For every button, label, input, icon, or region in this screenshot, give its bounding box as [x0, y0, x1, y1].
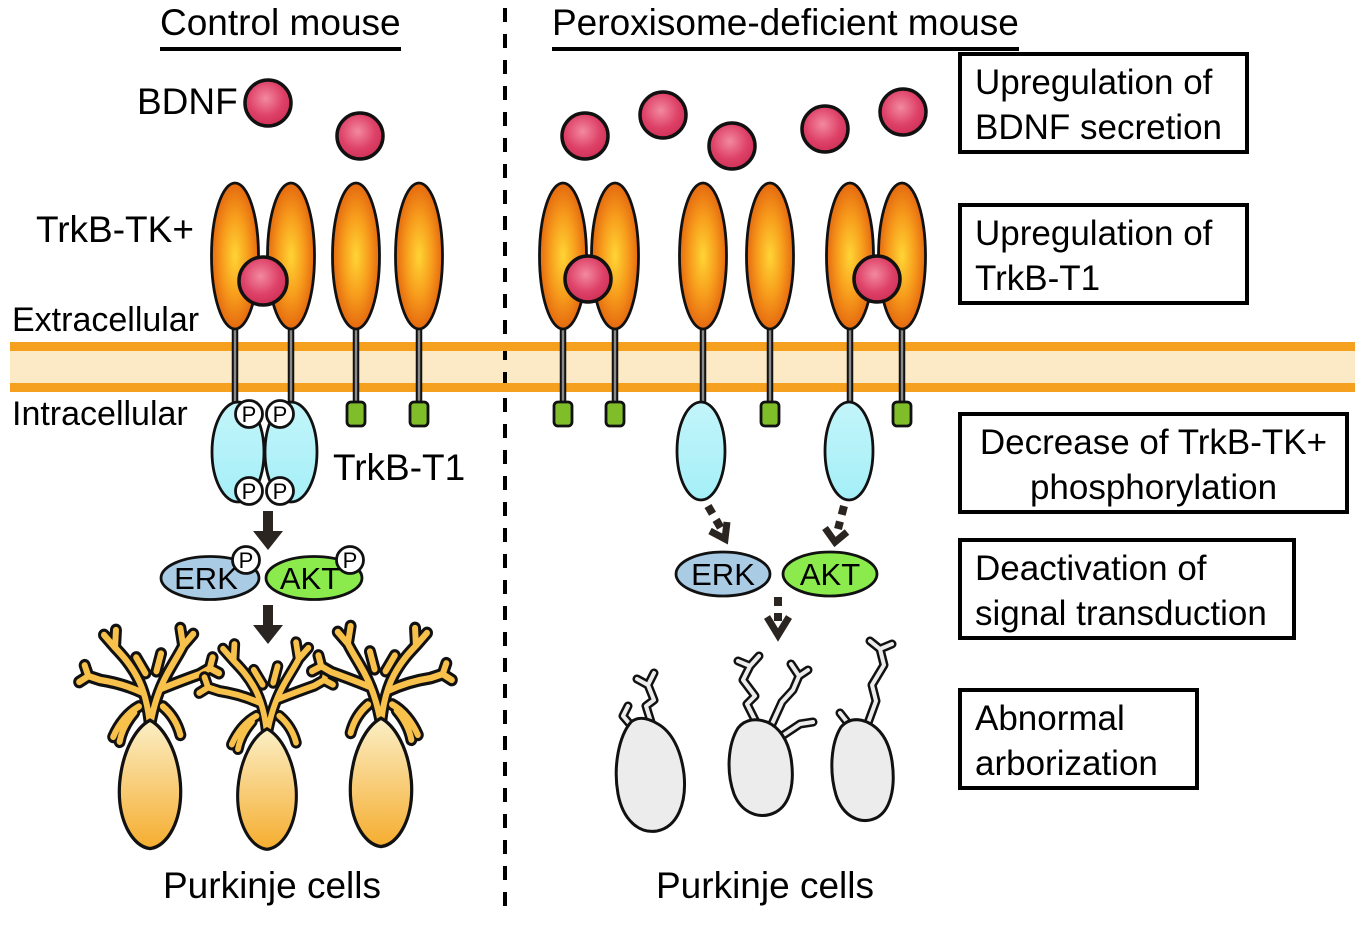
phospho-label: P: [239, 548, 254, 573]
bdnf-molecule: [878, 87, 928, 137]
phospho-circle: [335, 545, 365, 575]
annotation-box-phosphorylation: Decrease of TrkB-TK+ phosphorylation: [958, 412, 1349, 514]
arrow-down: [253, 511, 283, 550]
kinase-domain-inactive: [823, 400, 875, 502]
bdnf-molecule-bound: [237, 255, 289, 307]
annotation-box-signal-transduction: Deactivation of signal transduction: [958, 538, 1296, 640]
phospho-label: P: [273, 402, 288, 427]
trkb-tk-receptor-oval: [210, 181, 260, 331]
erk-label: ERK: [691, 557, 755, 592]
phospho-circle: [231, 545, 261, 575]
annotation-line: Decrease of TrkB-TK+: [979, 423, 1328, 462]
phospho-circle: [265, 476, 295, 506]
annotation-box-bdnf-secretion: Upregulation of BDNF secretion: [958, 52, 1249, 154]
annotation-box-trkb-t1: Upregulation of TrkB-T1: [958, 203, 1249, 305]
trkb-receptor-ovals: [210, 181, 927, 331]
bdnf-molecule: [707, 121, 757, 171]
purkinje-cells-abnormal: [614, 636, 897, 833]
annotation-line: Deactivation of: [975, 549, 1207, 588]
panel-divider-dashed-line: [503, 8, 507, 906]
trkb-tk-receptor-oval: [394, 181, 444, 331]
purkinje-cell-normal: [79, 628, 219, 849]
trkb-t1-tail: [604, 400, 626, 428]
membrane-outer-leaflet: [10, 342, 1355, 351]
bdnf-molecule: [243, 78, 293, 128]
annotation-line: signal transduction: [975, 594, 1267, 633]
akt-label: AKT: [280, 561, 340, 596]
phospho-label: P: [273, 479, 288, 504]
annotation-box-abnormal-arborization: Abnormal arborization: [958, 688, 1199, 790]
trkb-tk-receptor-oval: [590, 181, 640, 331]
bdnf-molecule: [638, 90, 688, 140]
signal-proteins: [159, 545, 879, 601]
trkb-tk-receptor-oval: [266, 181, 316, 331]
trkb-t1-tail: [408, 400, 430, 428]
membrane-inner-leaflet: [10, 383, 1355, 392]
annotation-line: phosphorylation: [1029, 468, 1278, 507]
trkb-tk-receptor-oval: [678, 181, 728, 331]
akt-label: AKT: [800, 557, 860, 592]
arrow-down: [253, 605, 283, 644]
dashed-arrow: [704, 503, 731, 545]
purkinje-cell-normal: [312, 626, 452, 847]
phospho-sites: P P P P: [234, 399, 295, 506]
akt-ellipse: [781, 550, 879, 598]
erk-ellipse: [674, 550, 772, 598]
trkb-t1-tail: [345, 400, 367, 428]
receptor-stems: [231, 320, 906, 404]
trkb-tk-receptor-oval: [825, 181, 875, 331]
trkb-t1-tail: [759, 400, 781, 428]
dashed-arrow: [822, 504, 850, 548]
purkinje-cell-abnormal: [727, 651, 818, 817]
kinase-domain-inactive: [675, 400, 727, 502]
bdnf-molecules: [237, 78, 928, 307]
dashed-arrow: [764, 597, 792, 642]
bdnf-molecule-bound: [563, 254, 613, 304]
purkinje-cell-abnormal: [830, 636, 897, 822]
bdnf-molecule: [335, 111, 385, 161]
phospho-circle: [234, 476, 264, 506]
dashed-arrows-deficient: [704, 503, 850, 642]
annotation-line: Upregulation of: [975, 214, 1213, 253]
annotation-line: Upregulation of: [975, 63, 1213, 102]
phospho-label: P: [242, 402, 257, 427]
purkinje-cells-normal: [79, 626, 452, 849]
annotation-line: TrkB-T1: [975, 259, 1101, 298]
annotation-line: Abnormal: [975, 699, 1125, 738]
annotation-line: BDNF secretion: [975, 108, 1223, 147]
signal-arrows-control: [253, 511, 283, 644]
trkb-tk-receptor-oval: [331, 181, 381, 331]
trkb-t1-tail: [552, 400, 574, 428]
annotation-line: arborization: [975, 744, 1158, 783]
phospho-label: P: [343, 548, 358, 573]
trkb-t1-tail: [891, 400, 913, 428]
purkinje-cell-abnormal: [614, 668, 687, 833]
bdnf-molecule: [560, 111, 610, 161]
trkb-t1-tails: [345, 400, 913, 428]
phospho-label: P: [242, 479, 257, 504]
erk-label: ERK: [174, 561, 238, 596]
phospho-circle: [265, 399, 295, 429]
bdnf-molecule: [800, 104, 850, 154]
signal-protein-labels: ERK AKT P P ERK AKT: [174, 548, 860, 596]
phospho-circle: [234, 399, 264, 429]
trkb-tk-receptor-oval: [745, 181, 795, 331]
bdnf-molecule-bound: [852, 254, 902, 304]
